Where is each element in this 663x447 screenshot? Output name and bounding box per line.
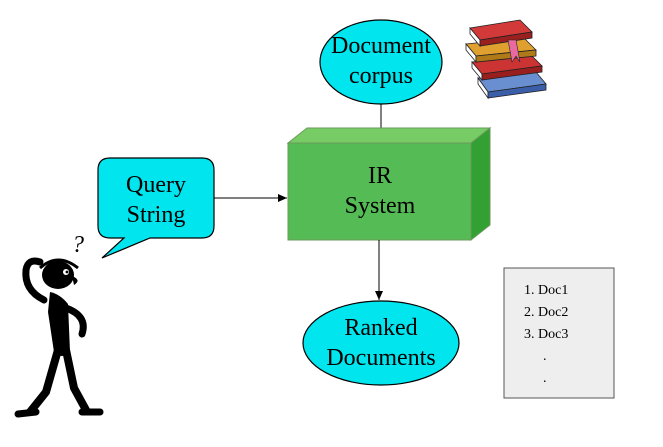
document-corpus-label-line1: Document	[331, 33, 431, 59]
ranked-documents-label-line2: Documents	[326, 345, 435, 371]
query-string-label-line1: Query	[126, 172, 186, 198]
ranked-list-item: 1. Doc1	[524, 283, 568, 298]
ir-system-label-line2: System	[345, 193, 416, 219]
books-stack-icon	[465, 19, 547, 100]
query-string-label-line2: String	[127, 202, 186, 228]
ranked-list-box: 1. Doc1 2. Doc2 3. Doc3 . .	[503, 267, 615, 399]
ranked-list-ellipsis: .	[543, 371, 547, 386]
thinking-person-icon: ?	[14, 232, 104, 418]
ranked-documents-label-line1: Ranked	[344, 315, 417, 341]
document-corpus-node: Document corpus	[319, 19, 443, 105]
ranked-documents-node: Ranked Documents	[302, 300, 460, 386]
ranked-list-ellipsis: .	[543, 349, 547, 364]
thought-question-mark: ?	[72, 232, 84, 258]
ir-system-node: IR System	[286, 126, 492, 242]
ranked-list-item: 2. Doc2	[524, 305, 568, 320]
document-corpus-label-line2: corpus	[349, 63, 413, 89]
query-string-node: Query String	[97, 157, 215, 259]
ir-system-label-line1: IR	[368, 163, 392, 189]
ranked-list-item: 3. Doc3	[524, 327, 568, 342]
